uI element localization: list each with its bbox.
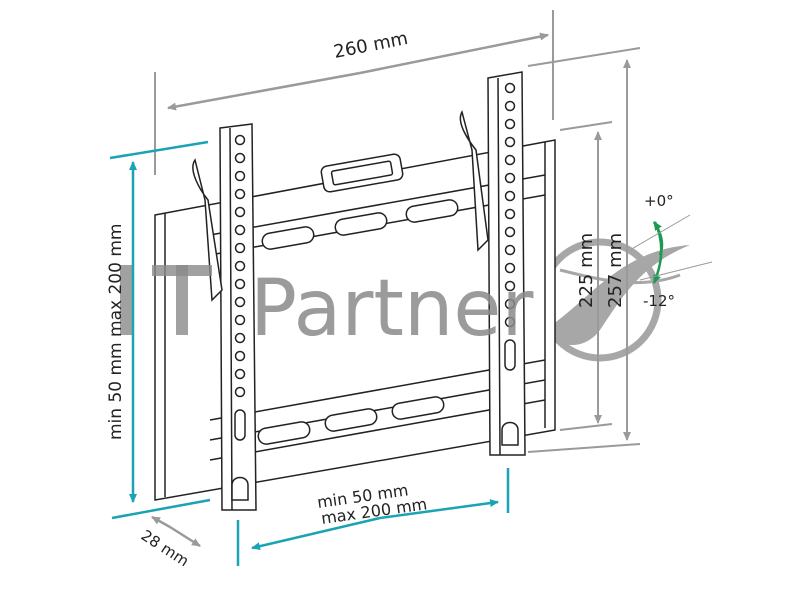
- dimension-heights: 225 mm 257 mm: [527, 47, 641, 453]
- watermark-text: Partner: [250, 264, 534, 354]
- tilt-indicator: +0° -12°: [629, 192, 713, 310]
- left-vertical-arm: [192, 123, 257, 511]
- watermark-prefix: [120, 265, 212, 335]
- vertical-hole-span-label: min 50 mm max 200 mm: [106, 224, 126, 440]
- width-label: 260 mm: [332, 28, 410, 63]
- dimension-vertical-holes: min 50 mm max 200 mm: [106, 140, 211, 520]
- dimension-horizontal-holes: min 50 mm max 200 mm: [236, 468, 510, 566]
- right-vertical-arm: [459, 71, 526, 456]
- inner-height-label: 225 mm: [576, 233, 597, 308]
- outer-height-label: 257 mm: [605, 233, 626, 308]
- tilt-upper-label: +0°: [644, 192, 674, 210]
- tilt-lower-label: -12°: [643, 292, 675, 310]
- dimension-depth-28: 28 mm: [138, 515, 201, 570]
- depth-label: 28 mm: [138, 526, 192, 570]
